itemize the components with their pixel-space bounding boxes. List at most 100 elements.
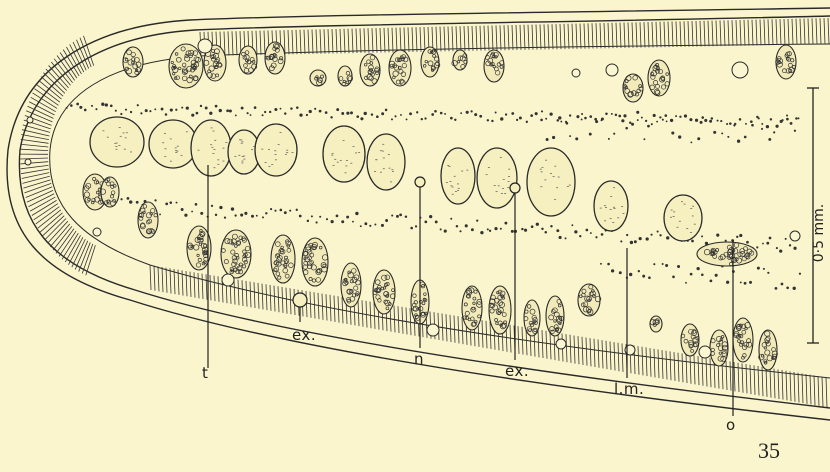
- striation: [458, 316, 459, 343]
- muscle-dot: [595, 120, 598, 123]
- muscle-dot: [262, 114, 264, 116]
- muscle-dot: [226, 109, 229, 112]
- muscle-dot: [656, 121, 658, 123]
- muscle-dot: [224, 216, 226, 218]
- striation: [652, 22, 653, 47]
- muscle-dot: [274, 108, 277, 111]
- striation: [384, 28, 385, 53]
- striation: [818, 376, 819, 406]
- muscle-dot: [336, 108, 339, 111]
- striation: [286, 288, 287, 314]
- striation: [608, 23, 609, 48]
- muscle-dot: [296, 209, 298, 211]
- striation: [680, 21, 681, 47]
- striation: [614, 342, 615, 370]
- striation: [536, 25, 537, 50]
- muscle-dot: [346, 216, 349, 219]
- muscle-dot: [487, 119, 489, 121]
- muscle-dot: [254, 106, 257, 109]
- striation: [266, 284, 267, 310]
- striation: [742, 363, 743, 392]
- muscle-dot: [299, 113, 302, 116]
- granular-cluster: [265, 42, 285, 74]
- muscle-dot: [405, 216, 407, 218]
- muscle-dot: [531, 225, 534, 228]
- striation: [802, 373, 803, 403]
- small-cell: [790, 231, 800, 241]
- striation: [412, 27, 413, 52]
- small-cell: [222, 274, 234, 286]
- striation: [21, 139, 49, 143]
- page-number: 35: [758, 438, 780, 464]
- muscle-dot: [125, 109, 127, 111]
- muscle-dot: [711, 117, 713, 119]
- muscle-dot: [356, 115, 359, 118]
- striation: [738, 363, 739, 392]
- striation: [542, 330, 543, 358]
- muscle-dot: [479, 115, 482, 118]
- striation: [236, 31, 237, 55]
- muscle-dot: [704, 119, 707, 122]
- striation: [638, 346, 639, 375]
- striation: [814, 375, 815, 405]
- muscle-dot: [701, 274, 704, 277]
- muscle-dot: [319, 216, 321, 218]
- muscle-dot: [431, 113, 434, 116]
- muscle-dot: [406, 118, 408, 120]
- granular-cluster: [310, 70, 326, 86]
- striation: [372, 28, 373, 53]
- muscle-dot: [101, 103, 104, 106]
- muscle-dot: [474, 113, 477, 116]
- muscle-dot: [516, 119, 518, 121]
- striation: [592, 23, 593, 48]
- striation: [508, 25, 509, 50]
- striation: [398, 306, 399, 333]
- muscle-dot: [309, 110, 312, 113]
- muscle-dot: [181, 208, 184, 211]
- striation: [804, 19, 805, 45]
- muscle-dot: [459, 230, 461, 232]
- striation: [752, 20, 753, 46]
- muscle-dot: [739, 234, 742, 237]
- striation: [550, 331, 551, 359]
- striation: [322, 294, 323, 320]
- striation: [264, 31, 265, 55]
- muscle-dot: [264, 111, 266, 113]
- muscle-dot: [608, 138, 610, 140]
- striation: [824, 18, 825, 44]
- muscle-dot: [775, 287, 778, 290]
- muscle-dot: [569, 114, 571, 116]
- striation: [480, 26, 481, 51]
- muscle-dot: [79, 106, 82, 109]
- striation: [344, 29, 345, 53]
- striation: [538, 329, 539, 357]
- striation: [822, 377, 823, 407]
- muscle-dot: [244, 212, 247, 215]
- muscle-dot: [105, 103, 108, 106]
- striation: [666, 351, 667, 380]
- granular-cluster: [697, 242, 757, 266]
- muscle-dot: [505, 113, 507, 115]
- cluster-outline: [578, 284, 600, 316]
- muscle-dot: [541, 110, 543, 112]
- muscle-dot: [657, 230, 659, 232]
- striation: [290, 288, 291, 314]
- small-cell: [572, 69, 580, 77]
- muscle-dot: [726, 123, 728, 125]
- granular-cluster: [373, 270, 395, 314]
- striation: [404, 27, 405, 52]
- striation: [816, 18, 817, 44]
- muscle-dot: [715, 274, 718, 277]
- muscle-dot: [429, 215, 432, 218]
- muscle-dot: [491, 120, 493, 122]
- muscle-dot: [600, 263, 602, 265]
- muscle-dot: [120, 198, 122, 200]
- granular-cluster: [169, 44, 203, 88]
- striation: [49, 65, 69, 87]
- striation: [358, 300, 359, 327]
- striation: [326, 294, 327, 320]
- striation: [654, 349, 655, 378]
- muscle-dot: [307, 220, 309, 222]
- muscle-dot: [576, 115, 579, 118]
- striation: [238, 280, 239, 306]
